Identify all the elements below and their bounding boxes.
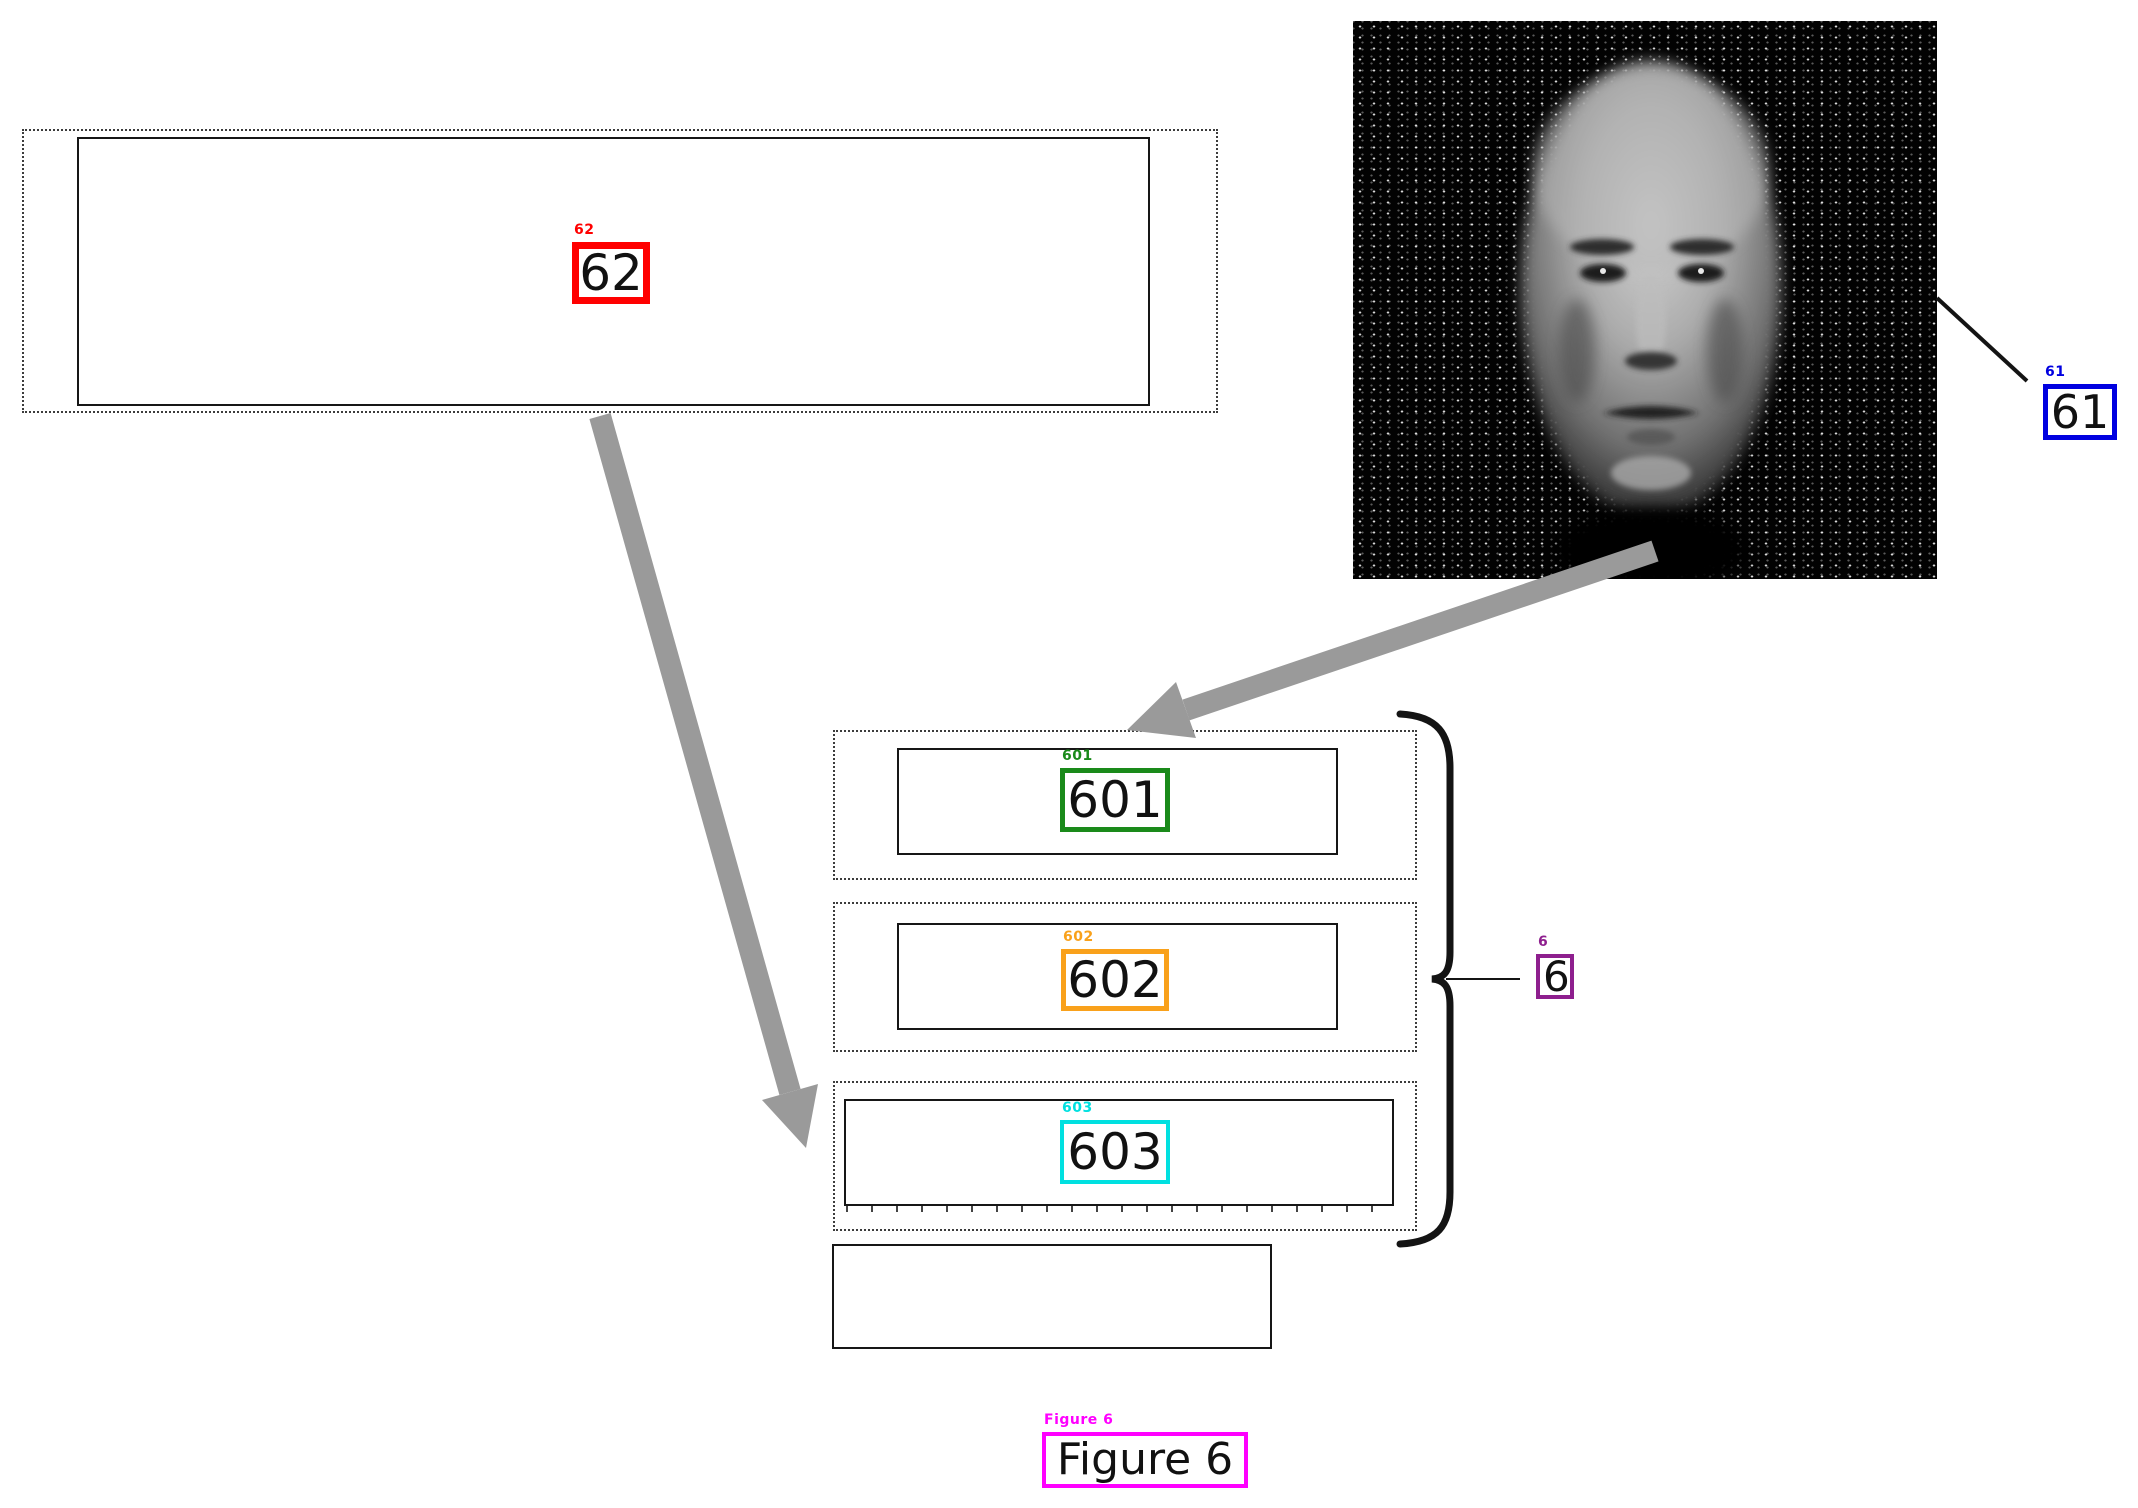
ref-6-tag: 6 — [1538, 934, 1549, 950]
ref-6-box: 6 — [1536, 954, 1574, 999]
ref-61-text: 61 — [2050, 385, 2110, 439]
ref-602-box: 602 — [1061, 949, 1169, 1011]
face-render — [1521, 61, 1781, 579]
figure-caption-text: Figure 6 — [1056, 1434, 1234, 1485]
figure-caption-box: Figure 6 — [1042, 1432, 1248, 1488]
ref-601-tag: 601 — [1062, 748, 1093, 764]
ref-602-text: 602 — [1067, 951, 1163, 1009]
ref-61-box: 61 — [2043, 384, 2117, 440]
ref-602: 602 602 — [1061, 929, 1169, 1011]
leader-line-61 — [1935, 296, 2029, 383]
ref-603-box: 603 — [1060, 1120, 1170, 1184]
figure-caption: Figure 6 Figure 6 — [1042, 1412, 1248, 1488]
ref-61-tag: 61 — [2045, 364, 2066, 380]
ref-601-box: 601 — [1060, 768, 1170, 832]
ref-62: 62 62 — [572, 222, 650, 304]
ref-603: 603 603 — [1060, 1100, 1170, 1184]
ref-603-text: 603 — [1067, 1123, 1163, 1181]
ref-602-tag: 602 — [1063, 929, 1094, 945]
ref-62-tag: 62 — [574, 222, 595, 238]
module-62-box — [77, 137, 1150, 406]
ref-603-tag: 603 — [1062, 1100, 1093, 1116]
timeline-ticks — [846, 1206, 1392, 1212]
ref-6: 6 6 — [1536, 934, 1574, 999]
arrow-62-head — [762, 1084, 818, 1148]
arrow-62-shaft — [589, 413, 801, 1095]
module-602-box — [897, 923, 1338, 1030]
module-601-box — [897, 748, 1338, 855]
ref-6-text: 6 — [1543, 951, 1570, 1001]
ref-62-box: 62 — [572, 242, 650, 304]
face-photo — [1353, 21, 1937, 579]
ref-601: 601 601 — [1060, 748, 1170, 832]
ref-61: 61 61 — [2043, 364, 2117, 440]
empty-box — [832, 1244, 1272, 1349]
ref-62-text: 62 — [579, 244, 643, 302]
figure-caption-tag: Figure 6 — [1044, 1412, 1114, 1428]
ref-601-text: 601 — [1067, 771, 1163, 829]
module-603-box — [844, 1099, 1394, 1206]
